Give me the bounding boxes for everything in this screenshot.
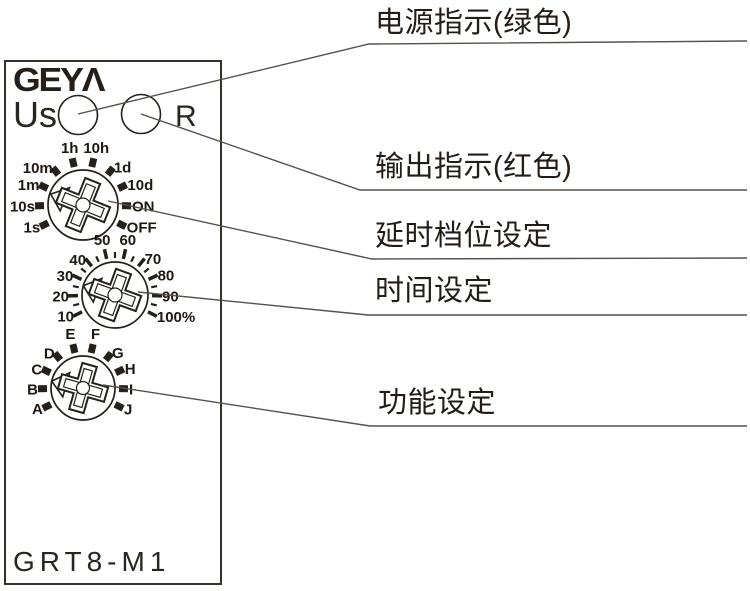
rotary-knob (82, 267, 143, 323)
dial-label: 20 (52, 288, 69, 305)
dial-label: C (31, 361, 42, 378)
dial-minor-tick (143, 267, 150, 274)
annotation-delay-range-setting: 延时档位设定 (375, 220, 553, 252)
dial-tick (38, 181, 50, 192)
dial-label: D (44, 346, 55, 363)
dial-label: 60 (119, 232, 136, 249)
dial-minor-tick (72, 284, 80, 289)
dial-tick (68, 157, 78, 168)
output-led-label: R (175, 100, 197, 133)
dial-minor-tick (150, 284, 158, 289)
dial-tick (87, 343, 97, 354)
annotation-line-output-indicator (140, 113, 747, 191)
rotary-knob (50, 361, 110, 415)
dial-label: 50 (94, 232, 111, 249)
dial-tick (102, 350, 115, 363)
dial-label: 10s (10, 198, 35, 215)
annotation-function-setting: 功能设定 (378, 387, 497, 419)
annotation-line-delay-range-setting (107, 200, 748, 260)
dial-tick (88, 157, 98, 168)
dial-label: E (65, 326, 75, 343)
power-led-label: Us (13, 94, 57, 135)
dial-tick (41, 401, 53, 412)
dial-tick (113, 401, 125, 412)
dial-tick (121, 248, 128, 260)
dial-minor-tick (80, 267, 87, 274)
dial-label: 1h (61, 140, 79, 157)
dial-minor-tick (95, 255, 100, 263)
dial-label: ON (132, 198, 155, 215)
dial-tick (69, 343, 79, 354)
dial-tick (104, 165, 116, 177)
dial-tick (71, 273, 83, 281)
dial-label: H (125, 361, 136, 378)
dial-label: 1s (24, 219, 41, 236)
dial-minor-tick (130, 255, 135, 263)
dial-label: J (124, 401, 132, 418)
dial-tick (114, 365, 126, 376)
dial-label: 10d (127, 177, 153, 194)
knob-hub (107, 287, 123, 303)
annotation-line-function-setting (102, 384, 747, 427)
dial-tick (102, 248, 109, 260)
rotary-knob (49, 176, 112, 234)
model-number: GRT8-M1 (13, 546, 171, 577)
power-led (57, 94, 99, 136)
dial-label: 10h (83, 140, 109, 157)
dial-label: F (91, 326, 100, 343)
dial-tick (38, 219, 50, 230)
dial-tick (116, 219, 128, 230)
dial-tick (147, 310, 158, 318)
knob-hub (75, 197, 91, 213)
dial-tick (50, 165, 62, 177)
annotation-line-time-setting (137, 291, 747, 316)
dial-label: 80 (158, 268, 175, 285)
dial-tick (51, 350, 64, 363)
dial-label: 90 (162, 288, 179, 305)
dial-label: 10 (57, 308, 74, 325)
dial-tick (116, 181, 128, 192)
annotation-time-setting: 时间设定 (375, 275, 494, 307)
dial-label: 1d (114, 159, 132, 176)
annotation-line-power-indicator (77, 40, 748, 115)
dial-minor-tick (73, 302, 80, 307)
dial-label: G (112, 345, 124, 362)
dial-label: OFF (127, 220, 157, 237)
dial-label: 1m (18, 177, 40, 194)
dial-tick (72, 310, 83, 318)
annotation-power-indicator: 电源指示(绿色) (375, 7, 573, 39)
dial-tick (40, 365, 52, 376)
dial-label: A (32, 401, 43, 418)
dial-label: 40 (69, 252, 86, 269)
dial-label: 70 (145, 251, 162, 268)
dial-label: 10m (23, 160, 53, 177)
annotation-output-indicator: 输出指示(红色) (375, 151, 573, 183)
dial-label: 100% (157, 309, 195, 326)
dial-minor-tick (150, 302, 157, 307)
brand-logo: GEYΛ (13, 61, 106, 98)
dial-tick (136, 257, 146, 268)
dial-label: B (27, 381, 38, 398)
dial-label: 30 (57, 268, 74, 285)
dial-tick (147, 273, 159, 281)
knob-hub (75, 380, 91, 396)
dial-tick (84, 257, 94, 268)
